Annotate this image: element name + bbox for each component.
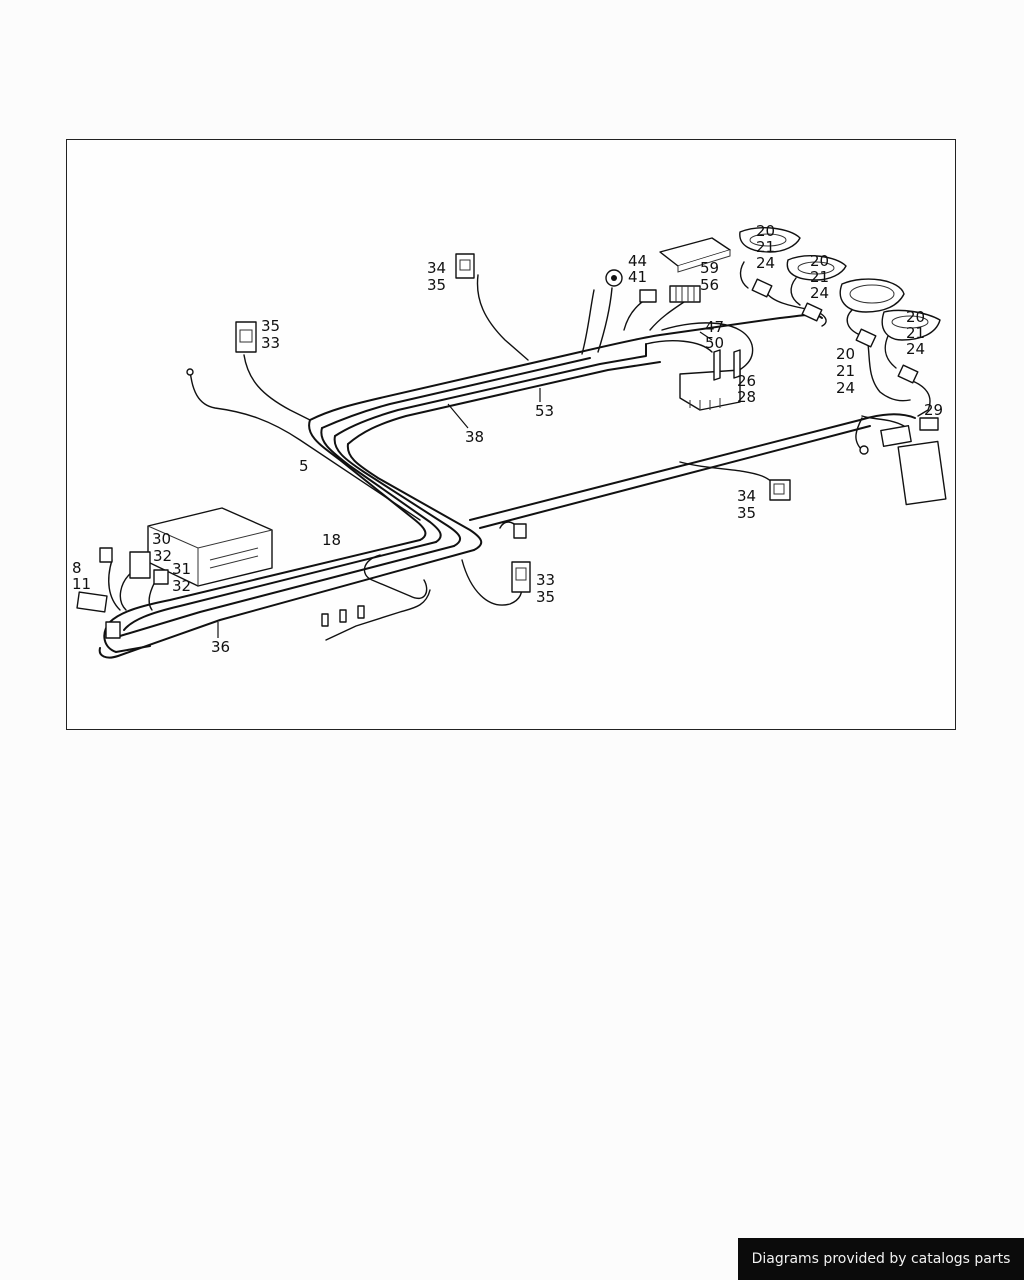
ground-lug-5 <box>186 368 194 376</box>
connector-8-11 <box>76 591 108 613</box>
leader-lines <box>217 331 713 638</box>
credit-badge: Diagrams provided by catalogs parts <box>738 1238 1024 1280</box>
callout-41: 41 <box>628 268 647 286</box>
speaker-1 <box>739 227 801 253</box>
diagram-frame <box>66 139 956 730</box>
callout-34-top: 34 <box>427 259 446 277</box>
callout-26: 26 <box>737 372 756 390</box>
callout-32-a: 32 <box>153 547 172 565</box>
callout-47: 47 <box>705 318 724 336</box>
callout-labels: 20 21 24 20 21 24 20 21 24 20 21 24 44 4… <box>72 222 943 656</box>
inline-connector <box>513 523 527 539</box>
callout-33-upper: 33 <box>261 334 280 352</box>
callout-21-b: 21 <box>810 268 829 286</box>
callout-11: 11 <box>72 575 91 593</box>
fuse-pins <box>321 605 365 627</box>
connector-56 <box>669 285 701 303</box>
callout-24-d: 24 <box>836 379 855 397</box>
callout-35-middle: 35 <box>536 588 555 606</box>
callout-20-d: 20 <box>836 345 855 363</box>
callout-35-top: 35 <box>427 276 446 294</box>
connector-41 <box>639 289 657 303</box>
switch-connector-35-upper <box>235 321 257 353</box>
speaker-2 <box>786 255 847 281</box>
callout-21-a: 21 <box>756 238 775 256</box>
callout-44: 44 <box>628 252 647 270</box>
connector-31 <box>153 569 169 585</box>
callout-18: 18 <box>322 531 341 549</box>
callout-36: 36 <box>211 638 230 656</box>
callout-20-c: 20 <box>906 308 925 326</box>
callout-59: 59 <box>700 259 719 277</box>
callout-35-upper: 35 <box>261 317 280 335</box>
callout-8: 8 <box>72 559 82 577</box>
callout-50: 50 <box>705 334 724 352</box>
main-harness-trunk <box>98 261 931 659</box>
callout-20-b: 20 <box>810 252 829 270</box>
callout-24-a: 24 <box>756 254 775 272</box>
callout-24-c: 24 <box>906 340 925 358</box>
antenna-plug-44 <box>605 269 623 287</box>
callout-28: 28 <box>737 388 756 406</box>
callout-35-lower: 35 <box>737 504 756 522</box>
relay-module-26 <box>679 369 741 411</box>
speaker-connector-3 <box>855 328 877 348</box>
connector-8-plug <box>99 547 113 563</box>
callout-56: 56 <box>700 276 719 294</box>
callout-5: 5 <box>299 457 309 475</box>
callout-38: 38 <box>465 428 484 446</box>
speaker-4 <box>881 309 941 341</box>
connector-36-end <box>105 621 121 639</box>
switch-connector-33-middle <box>511 561 531 593</box>
speaker-3 <box>839 278 905 313</box>
callout-24-b: 24 <box>810 284 829 302</box>
callout-32-b: 32 <box>172 577 191 595</box>
radio-unit-59 <box>659 237 731 273</box>
callout-29: 29 <box>924 401 943 419</box>
speaker-connector-2 <box>801 302 823 322</box>
callout-21-c: 21 <box>906 324 925 342</box>
connector-32-a <box>129 551 151 579</box>
relay-clips-47 <box>713 349 741 381</box>
callout-34-lower: 34 <box>737 487 756 505</box>
callout-33-middle: 33 <box>536 571 555 589</box>
callout-53: 53 <box>535 402 554 420</box>
switch-connector-34-top <box>455 253 475 279</box>
switch-connector-34-lower <box>769 479 791 501</box>
callout-20-a: 20 <box>756 222 775 240</box>
control-unit-29 <box>859 417 947 506</box>
speaker-connector-4 <box>897 364 919 384</box>
callout-30: 30 <box>152 530 171 548</box>
speaker-connector-1 <box>751 278 773 298</box>
callout-21-d: 21 <box>836 362 855 380</box>
callout-31: 31 <box>172 560 191 578</box>
